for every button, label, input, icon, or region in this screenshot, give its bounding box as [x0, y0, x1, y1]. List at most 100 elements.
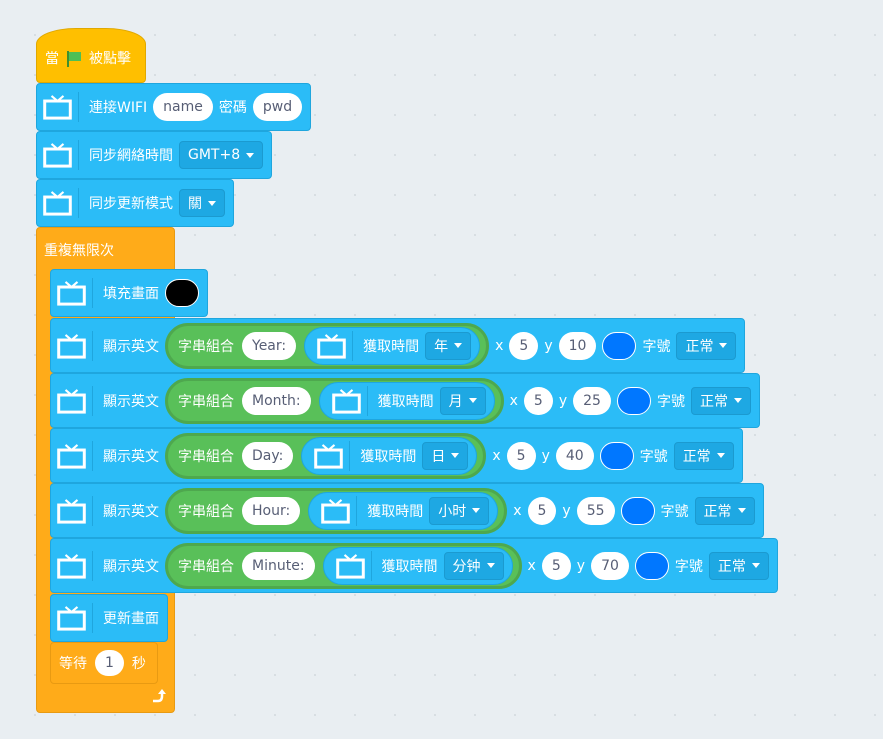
- y-label: y: [576, 557, 586, 574]
- sync-mode-value: 關: [188, 196, 202, 212]
- show-text-block[interactable]: 顯示英文 字串組合 Month: 獲取時間 月 x 5 y 25 字號 正常: [50, 373, 760, 428]
- text-input[interactable]: Day:: [242, 441, 294, 470]
- chevron-down-icon: [208, 200, 216, 206]
- get-time-reporter[interactable]: 獲取時間 小时: [308, 491, 499, 530]
- y-input[interactable]: 25: [573, 386, 611, 415]
- show-text-block[interactable]: 顯示英文 字串組合 Hour: 獲取時間 小时 x 5 y 55 字號 正常: [50, 483, 764, 538]
- get-time-reporter[interactable]: 獲取時間 分钟: [322, 546, 513, 585]
- text-color-swatch[interactable]: [616, 386, 651, 415]
- font-size-label: 字號: [660, 503, 689, 520]
- time-unit-dropdown[interactable]: 月: [439, 386, 486, 415]
- x-label: x: [527, 557, 536, 574]
- fill-screen-block[interactable]: 填充畫面: [50, 269, 208, 317]
- time-unit-dropdown[interactable]: 小时: [429, 496, 490, 525]
- show-text-block[interactable]: 顯示英文 字串組合 Day: 獲取時間 日 x 5 y 40 字號 正常: [50, 428, 743, 483]
- wait-suffix: 秒: [131, 656, 146, 672]
- join-reporter[interactable]: 字串組合 Month: 獲取時間 月: [165, 377, 504, 424]
- get-time-reporter[interactable]: 獲取時間 日: [301, 436, 478, 475]
- fill-color-swatch[interactable]: [165, 279, 199, 307]
- block-label: 同步網絡時間: [89, 148, 173, 164]
- update-screen-block[interactable]: 更新畫面: [50, 594, 168, 642]
- y-label: y: [541, 447, 550, 464]
- chevron-down-icon: [451, 453, 460, 458]
- join-label: 字串組合: [178, 448, 234, 465]
- text-input[interactable]: Hour:: [242, 496, 301, 525]
- block-label: 顯示英文: [103, 558, 159, 575]
- get-time-label: 獲取時間: [363, 338, 420, 355]
- y-input[interactable]: 10: [558, 331, 597, 360]
- x-input[interactable]: 5: [523, 386, 553, 415]
- x-label: x: [495, 337, 504, 354]
- x-label: x: [492, 447, 501, 464]
- font-size-value: 正常: [685, 338, 714, 355]
- hat-suffix: 被點擊: [89, 51, 131, 67]
- password-input[interactable]: pwd: [252, 93, 303, 121]
- chevron-down-icon: [246, 152, 255, 158]
- get-time-label: 獲取時間: [381, 558, 438, 575]
- text-color-swatch[interactable]: [602, 331, 637, 360]
- text-color-swatch[interactable]: [620, 496, 655, 525]
- font-size-dropdown[interactable]: 正常: [676, 331, 737, 360]
- text-color-swatch[interactable]: [599, 441, 634, 470]
- connect-wifi-block[interactable]: 連接WIFI name 密碼 pwd: [36, 83, 312, 131]
- x-input[interactable]: 5: [527, 496, 557, 525]
- ssid-input[interactable]: name: [153, 93, 213, 121]
- chevron-down-icon: [719, 343, 728, 348]
- sync-mode-block[interactable]: 同步更新模式 關: [36, 179, 234, 227]
- x-input[interactable]: 5: [541, 551, 571, 580]
- chevron-down-icon: [751, 563, 760, 568]
- timezone-dropdown[interactable]: GMT+8: [179, 141, 264, 169]
- tv-icon: [57, 495, 93, 526]
- show-text-block[interactable]: 顯示英文 字串組合 Minute: 獲取時間 分钟 x 5 y 70 字號 正常: [50, 538, 778, 593]
- block-label: 顯示英文: [103, 503, 159, 520]
- x-input[interactable]: 5: [509, 331, 539, 360]
- wait-prefix: 等待: [59, 656, 87, 672]
- join-reporter[interactable]: 字串組合 Minute: 獲取時間 分钟: [165, 542, 522, 589]
- font-size-value: 正常: [682, 448, 711, 465]
- sync-mode-dropdown[interactable]: 關: [179, 189, 225, 217]
- join-reporter[interactable]: 字串組合 Hour: 獲取時間 小时: [165, 487, 508, 534]
- wait-block[interactable]: 等待 1 秒: [50, 642, 158, 684]
- block-label: 填充畫面: [103, 286, 159, 302]
- get-time-reporter[interactable]: 獲取時間 月: [318, 381, 495, 420]
- when-flag-clicked-block[interactable]: 當 被點擊: [36, 28, 146, 83]
- join-label: 字串組合: [178, 558, 234, 575]
- x-input[interactable]: 5: [506, 441, 536, 470]
- font-size-dropdown[interactable]: 正常: [690, 386, 751, 415]
- get-time-reporter[interactable]: 獲取時間 年: [304, 326, 481, 365]
- loop-arrow-icon: [153, 689, 166, 703]
- forever-label: 重複無限次: [44, 243, 114, 259]
- time-unit-dropdown[interactable]: 分钟: [443, 551, 504, 580]
- y-label: y: [562, 502, 571, 519]
- tv-icon: [57, 440, 93, 471]
- show-text-block[interactable]: 顯示英文 字串組合 Year: 獲取時間 年 x 5 y 10 字號 正常: [50, 318, 746, 373]
- tv-icon: [57, 330, 93, 361]
- tv-icon: [321, 495, 358, 526]
- chevron-down-icon: [737, 508, 746, 513]
- y-label: y: [544, 337, 553, 354]
- y-input[interactable]: 40: [555, 441, 594, 470]
- x-label: x: [513, 502, 522, 519]
- font-size-value: 正常: [699, 393, 728, 410]
- time-unit-dropdown[interactable]: 年: [425, 331, 472, 360]
- get-time-label: 獲取時間: [377, 393, 434, 410]
- y-input[interactable]: 70: [591, 551, 629, 580]
- sync-time-block[interactable]: 同步網絡時間 GMT+8: [36, 131, 273, 179]
- text-input[interactable]: Year:: [242, 331, 297, 360]
- green-flag-icon: [67, 51, 81, 67]
- block-label: 更新畫面: [103, 611, 159, 627]
- font-size-dropdown[interactable]: 正常: [708, 551, 769, 580]
- chevron-down-icon: [472, 508, 481, 513]
- wait-seconds-input[interactable]: 1: [95, 650, 124, 676]
- font-size-dropdown[interactable]: 正常: [694, 496, 755, 525]
- text-input[interactable]: Minute:: [242, 551, 315, 580]
- text-input[interactable]: Month:: [242, 386, 311, 415]
- tv-icon: [57, 278, 93, 308]
- get-time-label: 獲取時間: [360, 448, 417, 465]
- y-input[interactable]: 55: [576, 496, 615, 525]
- font-size-dropdown[interactable]: 正常: [673, 441, 734, 470]
- time-unit-dropdown[interactable]: 日: [422, 441, 469, 470]
- join-reporter[interactable]: 字串組合 Day: 獲取時間 日: [165, 432, 487, 479]
- text-color-swatch[interactable]: [634, 551, 669, 580]
- join-reporter[interactable]: 字串組合 Year: 獲取時間 年: [165, 322, 490, 369]
